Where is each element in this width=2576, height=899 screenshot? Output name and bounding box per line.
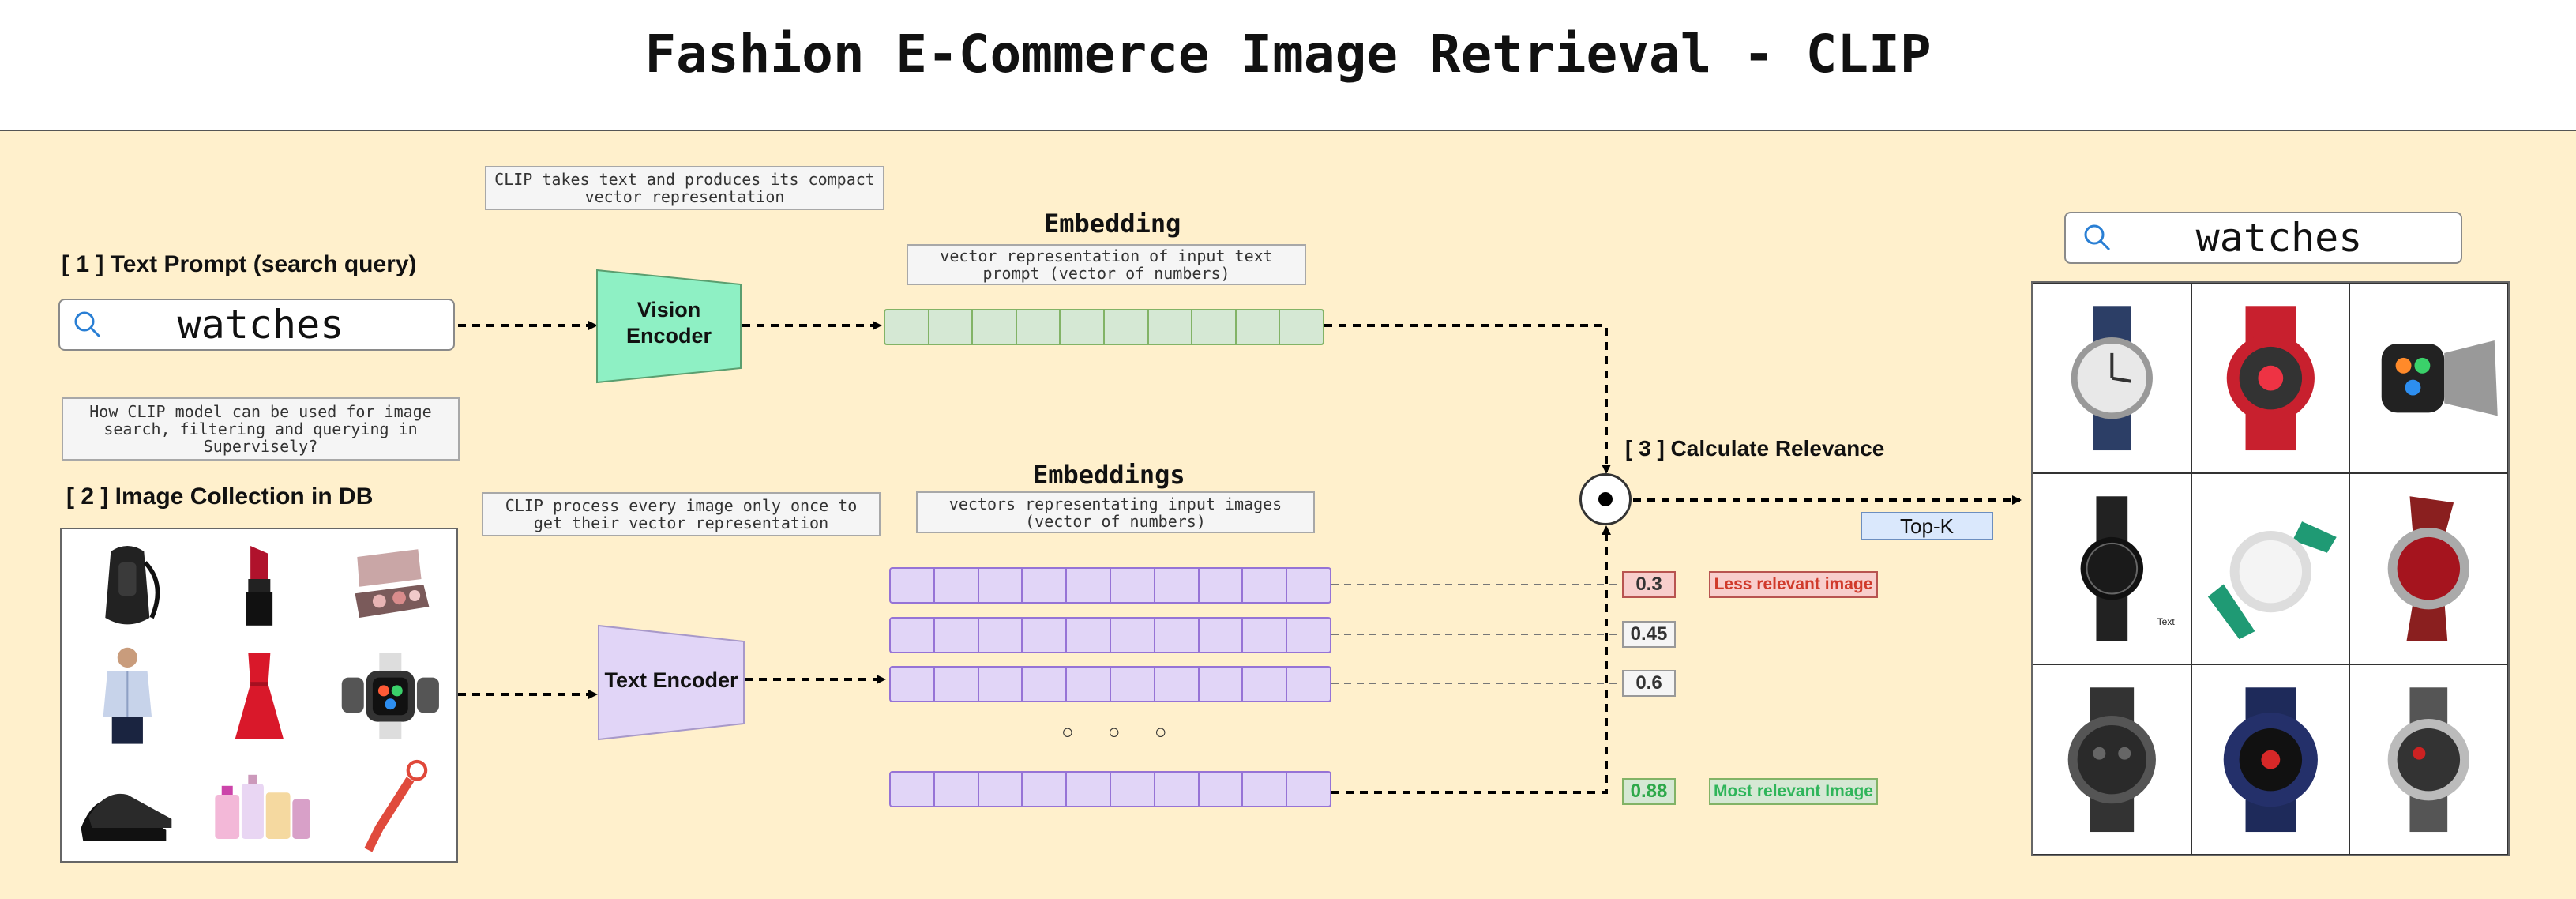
search-icon bbox=[60, 309, 115, 340]
title-bar bbox=[0, 0, 2576, 131]
score-badge: 0.6 bbox=[1622, 670, 1676, 697]
label-embedding: Embedding bbox=[1044, 209, 1181, 239]
text-embedding-vector bbox=[884, 309, 1324, 345]
note-embedding-desc: vector representation of input text prom… bbox=[907, 244, 1306, 285]
text-encoder bbox=[598, 624, 745, 741]
label-embeddings: Embeddings bbox=[1033, 460, 1185, 490]
page-title: Fashion E-Commerce Image Retrieval - CLI… bbox=[644, 24, 1932, 85]
vision-encoder bbox=[596, 269, 742, 384]
result-query-text: watches bbox=[2195, 215, 2363, 261]
result-search-input[interactable]: watches bbox=[2064, 212, 2462, 264]
note-text-encoding: CLIP takes text and produces its compact… bbox=[485, 166, 884, 210]
dot-product-operator bbox=[1579, 473, 1632, 525]
ellipsis: ○ ○ ○ bbox=[1061, 720, 1181, 743]
label-text-prompt: [ 1 ] Text Prompt (search query) bbox=[62, 251, 417, 277]
result-image-green-strap-watch[interactable] bbox=[2191, 473, 2350, 664]
label-calc-relevance: [ 3 ] Calculate Relevance bbox=[1625, 436, 1885, 461]
result-image-blue-strap-watch[interactable] bbox=[2033, 283, 2191, 474]
search-input[interactable]: watches bbox=[58, 299, 455, 351]
image-embedding-vector bbox=[889, 771, 1331, 807]
db-image-backpack[interactable] bbox=[62, 529, 193, 640]
result-image-brown-leather-watch[interactable] bbox=[2349, 473, 2508, 664]
label-image-collection: [ 2 ] Image Collection in DB bbox=[66, 483, 374, 510]
topk-label: Top-K bbox=[1861, 512, 1993, 540]
search-icon bbox=[2066, 222, 2129, 254]
result-image-blue-sport-watch[interactable] bbox=[2191, 664, 2350, 855]
db-image-keychain[interactable] bbox=[325, 750, 456, 861]
db-image-cosmetics-palette[interactable] bbox=[325, 529, 456, 640]
db-image-red-dress[interactable] bbox=[193, 640, 325, 750]
db-image-smartwatches[interactable] bbox=[325, 640, 456, 750]
result-image-smartwatch[interactable] bbox=[2349, 283, 2508, 474]
score-badge: 0.88 bbox=[1622, 778, 1676, 805]
db-image-lipstick[interactable] bbox=[193, 529, 325, 640]
search-query-text: watches bbox=[177, 302, 344, 348]
db-image-perfumes[interactable] bbox=[193, 750, 325, 861]
result-image-red-sport-watch[interactable] bbox=[2191, 283, 2350, 474]
image-embedding-vector bbox=[889, 666, 1331, 702]
less-relevant-tag: Less relevant image bbox=[1709, 571, 1878, 598]
most-relevant-tag: Most relevant Image bbox=[1709, 778, 1878, 805]
result-image-steel-chronograph[interactable] bbox=[2349, 664, 2508, 855]
image-collection-grid bbox=[60, 528, 458, 863]
vision-encoder-label: Vision Encoder bbox=[625, 298, 712, 348]
image-embedding-vector bbox=[889, 567, 1331, 604]
result-small-text: Text bbox=[2157, 615, 2175, 627]
score-badge: 0.45 bbox=[1622, 621, 1676, 648]
db-image-shoes[interactable] bbox=[62, 750, 193, 861]
result-image-black-ceramic-watch[interactable]: Text bbox=[2033, 473, 2191, 664]
score-badge: 0.3 bbox=[1622, 571, 1676, 598]
note-image-encoding: CLIP process every image only once to ge… bbox=[482, 492, 881, 536]
note-how-clip: How CLIP model can be used for image sea… bbox=[62, 397, 460, 461]
result-image-black-chronograph[interactable] bbox=[2033, 664, 2191, 855]
db-image-shirt[interactable] bbox=[62, 640, 193, 750]
dot-icon bbox=[1598, 492, 1613, 506]
image-embedding-vector bbox=[889, 617, 1331, 653]
text-encoder-label: Text Encoder bbox=[604, 668, 738, 692]
results-grid: Text bbox=[2031, 281, 2510, 856]
note-embeddings-desc: vectors representating input images (vec… bbox=[916, 491, 1315, 533]
